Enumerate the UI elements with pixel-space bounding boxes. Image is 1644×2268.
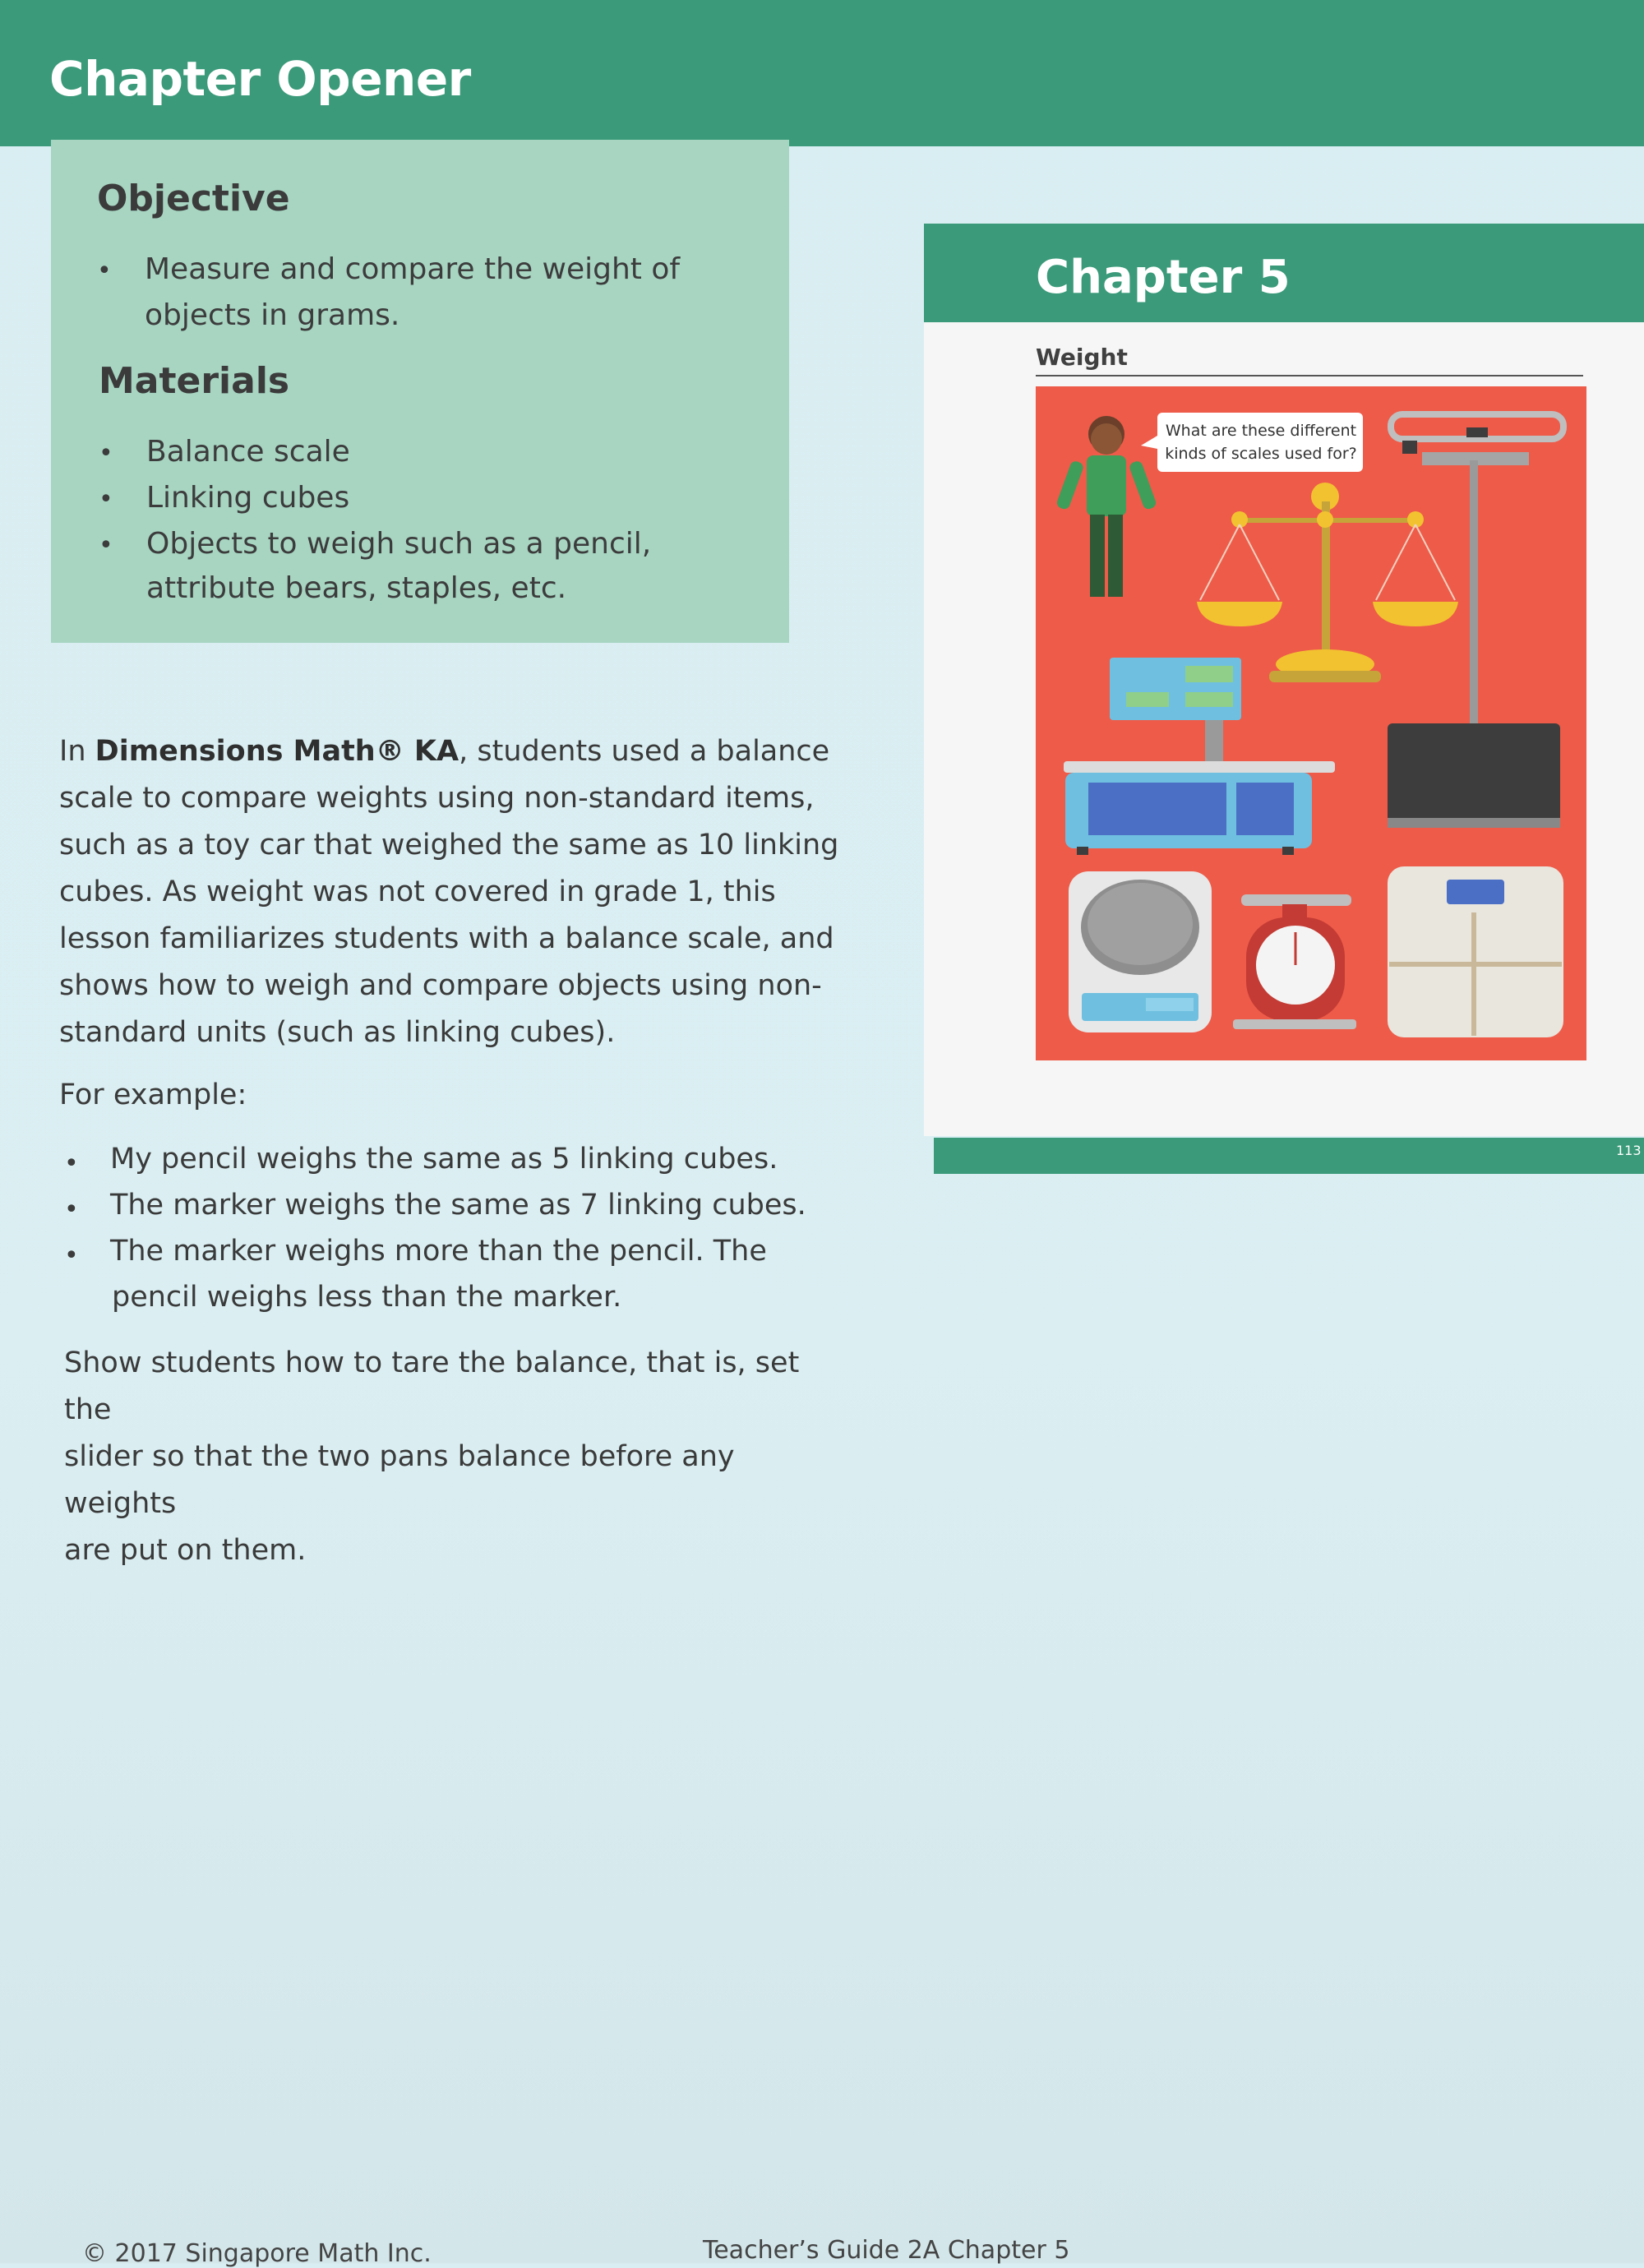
platform-scale	[1388, 411, 1567, 828]
bullet: •	[64, 1149, 79, 1178]
bullet: •	[99, 531, 113, 560]
materials-heading: Materials	[99, 360, 290, 402]
digital-balance	[1069, 871, 1212, 1032]
thumbnail-chapter-title: Chapter 5	[1036, 251, 1291, 304]
scales-illustration	[1036, 386, 1586, 1060]
example-item: The marker weighs more than the pencil. …	[110, 1235, 767, 1268]
tare-line: Show students how to tare the balance, t…	[64, 1346, 800, 1426]
balance-scale	[1197, 483, 1458, 682]
intro-line: shows how to weigh and compare objects u…	[59, 969, 822, 1002]
bullet: •	[99, 485, 113, 514]
speech-bubble-text: What are these different kinds of scales…	[1165, 422, 1357, 463]
materials-item: Objects to weigh such as a pencil,	[146, 527, 652, 561]
price-scale	[1064, 658, 1335, 855]
intro-paragraph: In Dimensions Math® KA, students used a …	[59, 728, 848, 1056]
materials-item: attribute bears, staples, etc.	[146, 571, 567, 605]
child-figure	[1056, 416, 1157, 597]
materials-item: Balance scale	[146, 435, 350, 469]
intro-line: such as a toy car that weighed the same …	[59, 829, 839, 861]
bullet: •	[97, 256, 112, 285]
example-item: The marker weighs the same as 7 linking …	[110, 1189, 806, 1222]
intro-line: scale to compare weights using non-stand…	[59, 782, 815, 815]
bathroom-scale	[1388, 866, 1563, 1037]
example-item: My pencil weighs the same as 5 linking c…	[110, 1143, 778, 1176]
speech-bubble	[1141, 413, 1363, 472]
bullet: •	[99, 439, 113, 468]
bullet: •	[64, 1241, 79, 1270]
divider	[1036, 375, 1583, 376]
tare-line: slider so that the two pans balance befo…	[64, 1440, 735, 1520]
materials-item: Linking cubes	[146, 481, 350, 515]
page-title: Chapter Opener	[49, 51, 471, 107]
intro-line: standard units (such as linking cubes).	[59, 1016, 616, 1049]
bullet: •	[64, 1195, 79, 1224]
kitchen-scale	[1233, 894, 1356, 1029]
product-name: Dimensions Math® KA	[95, 735, 459, 768]
thumbnail-page-number: 113	[1616, 1143, 1642, 1158]
objective-heading: Objective	[97, 178, 290, 219]
intro-line: In Dimensions Math® KA, students used a …	[59, 735, 830, 768]
thumbnail-chapter-band	[924, 224, 1644, 322]
book-footer: Teacher’s Guide 2A Chapter 5	[703, 2236, 1070, 2265]
tare-line: are put on them.	[64, 1534, 307, 1567]
intro-line: cubes. As weight was not covered in grad…	[59, 875, 776, 908]
intro-line: lesson familiarizes students with a bala…	[59, 922, 834, 955]
thumbnail-subtitle: Weight	[1036, 344, 1128, 371]
objective-materials-box: Objective • Measure and compare the weig…	[51, 140, 789, 643]
example-label: For example:	[59, 1079, 247, 1111]
tare-paragraph: Show students how to tare the balance, t…	[64, 1340, 853, 1574]
chapter-header-band	[0, 0, 1644, 146]
example-item: pencil weighs less than the marker.	[112, 1281, 622, 1314]
copyright-footer: © 2017 Singapore Math Inc.	[82, 2239, 432, 2268]
objective-item: Measure and compare the weight of	[145, 252, 681, 286]
thumbnail-footer-band	[934, 1138, 1644, 1174]
objective-item: objects in grams.	[145, 298, 400, 332]
